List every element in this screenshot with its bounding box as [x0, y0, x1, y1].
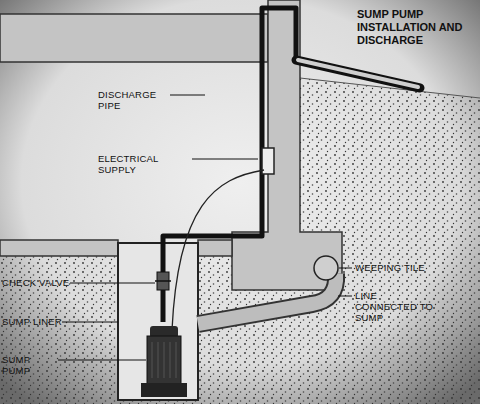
leader-line — [62, 322, 118, 323]
diagram-title: SUMP PUMP INSTALLATION AND DISCHARGE — [357, 8, 465, 47]
leader-line — [192, 159, 258, 160]
leader-line — [339, 268, 352, 269]
part-label: SUMP LINER — [2, 316, 62, 327]
foundation-wall — [232, 0, 342, 290]
discharge-pipe — [163, 8, 296, 322]
pump-fins — [152, 342, 176, 378]
leader-line — [170, 95, 205, 96]
basement-slab — [0, 240, 118, 256]
part-label: LINE CONNECTED TO SUMP — [355, 290, 439, 323]
weeping-tile — [314, 256, 338, 280]
pump-body — [147, 336, 181, 384]
discharge-outlet — [298, 60, 418, 87]
part-label: SUMP PUMP — [2, 354, 58, 376]
check-valve-mark — [155, 280, 171, 282]
leader-line — [58, 360, 146, 361]
part-label: WEEPING TILE — [355, 262, 445, 273]
leader-line — [338, 296, 352, 297]
basement-slab — [198, 240, 232, 256]
discharge-outlet-outline — [296, 60, 420, 88]
part-label: ELECTRICAL SUPPLY — [98, 153, 193, 175]
pump-base — [141, 383, 187, 397]
leader-line — [70, 283, 155, 284]
part-label: DISCHARGE PIPE — [98, 89, 170, 111]
upper-floor — [0, 14, 268, 62]
part-label: CHECK VALVE — [2, 277, 70, 288]
leader-lines — [58, 95, 352, 360]
power-cord — [172, 170, 264, 330]
sump-liner — [118, 243, 198, 400]
drain-line — [198, 274, 336, 324]
drain-line-outline — [198, 274, 336, 324]
